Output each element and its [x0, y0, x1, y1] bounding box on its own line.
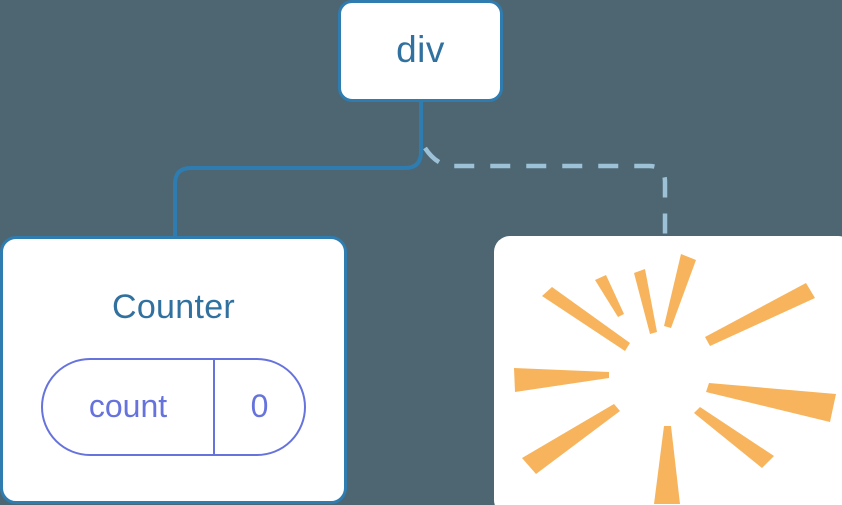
node-div[interactable]: div: [338, 0, 503, 102]
burst-ray-n: [664, 254, 696, 328]
edge-div-to-effect: [423, 146, 668, 240]
burst-ray-w: [514, 368, 609, 392]
state-key-label: count: [88, 388, 168, 424]
burst-ray-nnw: [634, 269, 657, 334]
edge-div-to-counter: [173, 100, 423, 242]
sparkle-burst-icon: [514, 254, 836, 504]
node-effect[interactable]: [494, 236, 842, 505]
burst-ray-s: [654, 426, 680, 504]
node-counter[interactable]: Counter count 0: [0, 236, 347, 504]
node-counter-label: Counter: [111, 288, 236, 326]
burst-ray-nne: [705, 283, 815, 346]
burst-ray-wnw: [542, 287, 630, 351]
burst-ray-wsw: [522, 404, 620, 474]
state-value-label: 0: [250, 388, 269, 424]
burst-ray-e: [706, 383, 836, 422]
state-key-cell: count: [43, 360, 215, 454]
burst-ray-nw: [595, 275, 624, 317]
burst-ray-ese: [694, 407, 774, 468]
node-div-label: div: [396, 28, 445, 70]
state-pill[interactable]: count 0: [41, 358, 306, 456]
state-value-cell: 0: [215, 360, 304, 454]
